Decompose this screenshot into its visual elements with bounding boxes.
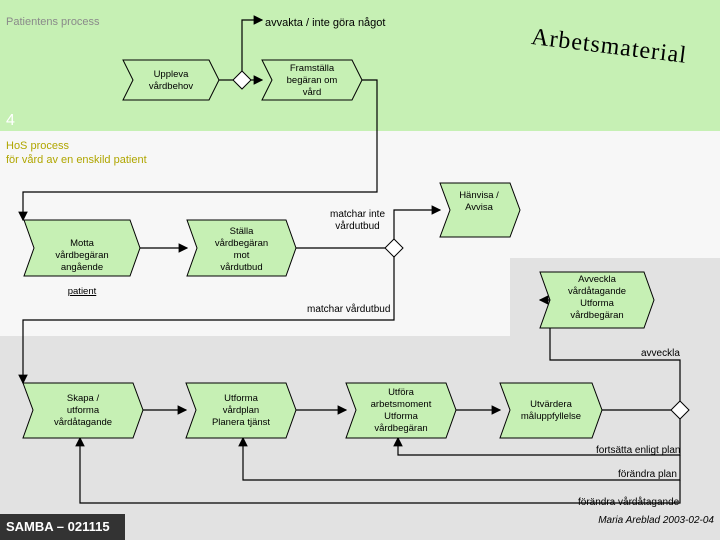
edge-matchar <box>18 257 395 385</box>
step-label-motta-patient: patient <box>67 286 97 297</box>
step-label-avveckla: Avveckla vårdåtagande Utforma vårdbegära… <box>567 274 627 321</box>
edge-label-forandra-plan: förändra plan <box>618 469 677 480</box>
gateway-3 <box>670 400 690 420</box>
step-label-skapa: Skapa / utforma vårdåtagande <box>53 393 113 428</box>
edge-label-fortsatta: fortsätta enligt plan <box>596 445 681 456</box>
edge-label-matchar-inte: matchar inte vårdutbud <box>330 209 386 232</box>
step-stalla <box>186 219 297 277</box>
edge-avvakta <box>241 15 264 71</box>
step-avveckla <box>539 271 655 329</box>
edge-label-avvakta: avvakta / inte göra något <box>265 17 386 29</box>
step-label-utforma-plan: Utforma vårdplan Planera tjänst <box>211 393 271 428</box>
step-utvardera <box>499 382 603 439</box>
edge-forandra-plan <box>238 436 681 481</box>
lane-patient <box>0 0 720 131</box>
step-hanvisa <box>439 182 521 238</box>
edge-label-forandra-atagande: förändra vårdåtagande <box>578 497 680 508</box>
step-label-framstalla: Framställa begäran om vård <box>286 63 338 98</box>
step-label-utvardera: Utvärdera måluppfyllelse <box>520 399 582 422</box>
step-label-hanvisa: Hänvisa / Avvisa <box>459 190 499 213</box>
step-uppleva <box>122 59 220 101</box>
edge-forandra-atagande <box>75 436 681 504</box>
step-framstalla <box>261 59 363 101</box>
step-label-utfora: Utföra arbetsmoment Utforma vårdbegäran <box>370 387 432 434</box>
step-motta <box>23 219 141 277</box>
step-utfora <box>345 382 457 439</box>
footer-badge: SAMBA – 021115 <box>0 514 125 540</box>
step-skapa <box>22 382 144 439</box>
lane-label-patient: Patientens process <box>6 16 100 28</box>
step-utforma-plan <box>185 382 297 439</box>
step-label-motta-text: Motta vårdbegäran angående <box>55 238 109 273</box>
step-label-motta: Motta vårdbegäran angående patient <box>32 226 132 298</box>
gateway-1 <box>232 70 252 90</box>
edge-framstalla-motta <box>18 79 378 222</box>
edge-matchar-inte <box>393 205 442 239</box>
gateway-2 <box>384 238 404 258</box>
edge-label-matchar: matchar vårdutbud <box>307 304 391 315</box>
edge-avveckla <box>538 295 681 401</box>
step-label-uppleva: Uppleva vårdbehov <box>148 69 194 92</box>
step-label-stalla: Ställa vårdbegäran mot vårdutbud <box>214 226 269 273</box>
author-date: Maria Areblad 2003-02-04 <box>598 515 714 526</box>
edge-fortsatta <box>393 419 681 456</box>
edge-label-avveckla: avveckla <box>641 348 680 359</box>
lane-label-hos: HoS process för vård av en enskild patie… <box>6 140 147 166</box>
lane-number: 4 <box>6 112 15 129</box>
